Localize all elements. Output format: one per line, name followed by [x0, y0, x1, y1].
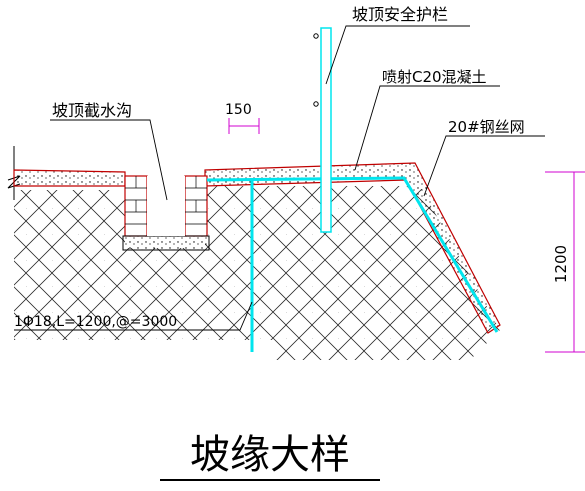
ditch-label: 坡顶截水沟 [52, 101, 132, 120]
safety-guardrail [313, 27, 332, 233]
guardrail-label: 坡顶安全护栏 [352, 5, 448, 24]
leader-lines [14, 25, 545, 331]
dimension-width [228, 118, 260, 134]
rebar-anchor [206, 176, 499, 352]
shotcrete-label: 喷射C20混凝土 [382, 68, 487, 86]
soil-hatch [14, 186, 500, 370]
dim-height-label: 1200 [552, 245, 570, 283]
top-drain-ditch [122, 175, 210, 251]
dimension-height [545, 171, 585, 353]
rebar-label: 1Φ18,L=1200,@=3000 [14, 314, 177, 330]
drawing-title: 坡缘大样 [190, 432, 350, 478]
dim-width-label: 150 [225, 102, 252, 118]
mesh-label: 20#钢丝网 [448, 118, 525, 136]
